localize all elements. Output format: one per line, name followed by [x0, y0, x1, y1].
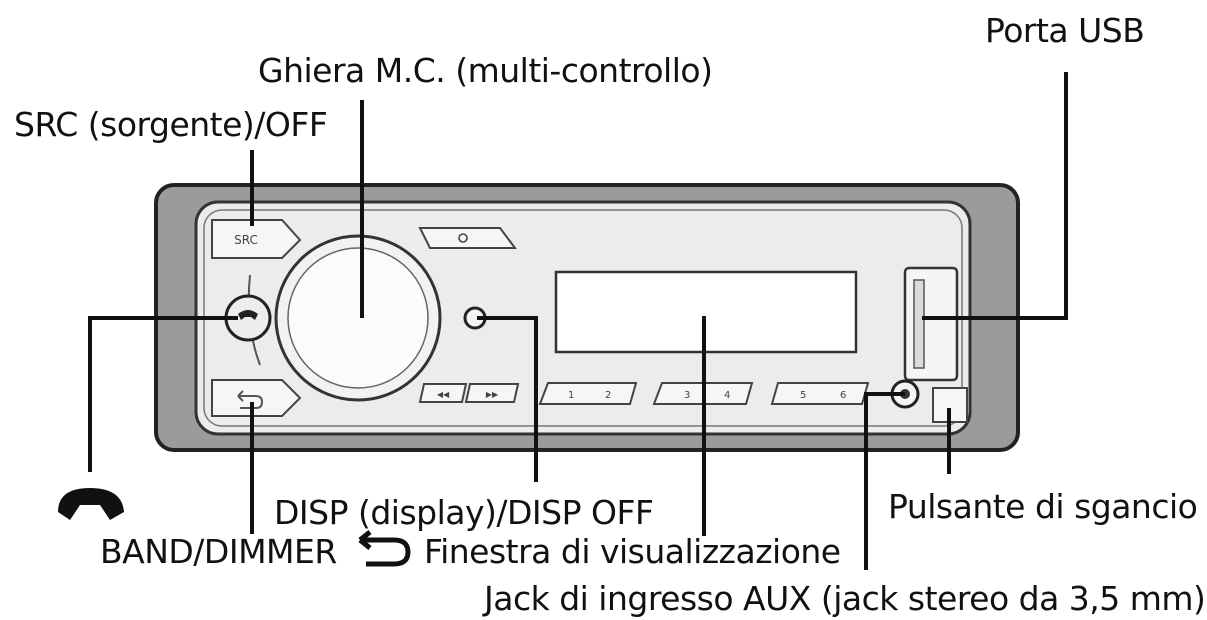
- label-display-window: Finestra di visualizzazione: [424, 532, 841, 571]
- back-arrow-icon: [237, 390, 264, 409]
- src-button-label: SRC: [234, 233, 258, 247]
- label-mc-dial: Ghiera M.C. (multi-controllo): [258, 51, 713, 90]
- label-release: Pulsante di sgancio: [888, 487, 1198, 526]
- next-track-label: ▶▶: [486, 390, 499, 399]
- preset-2-label: 2: [605, 390, 611, 401]
- phone-icon: [238, 310, 258, 320]
- search-button[interactable]: [418, 227, 517, 249]
- prev-track-button[interactable]: ◀◀: [418, 383, 468, 403]
- preset-4-label: 4: [724, 390, 730, 401]
- release-button[interactable]: [932, 387, 968, 423]
- src-button[interactable]: SRC: [211, 219, 302, 259]
- preset-1-label: 1: [568, 390, 574, 401]
- preset-6-label: 6: [840, 390, 846, 401]
- label-src-off: SRC (sorgente)/OFF: [14, 105, 328, 144]
- mc-dial[interactable]: [247, 234, 442, 402]
- leader-phone: [88, 316, 238, 472]
- label-band-dimmer: BAND/DIMMER: [100, 532, 337, 571]
- preset-5-label: 5: [800, 390, 806, 401]
- phone-icon: [58, 488, 124, 520]
- leader-aux: [864, 392, 905, 570]
- next-track-button[interactable]: ▶▶: [464, 383, 520, 403]
- label-disp: DISP (display)/DISP OFF: [274, 493, 654, 532]
- search-icon: [458, 233, 468, 243]
- leader-usb: [922, 72, 1068, 320]
- leader-disp: [477, 316, 538, 482]
- back-arrow-icon: [358, 530, 411, 567]
- leader-lines: [88, 72, 1068, 570]
- preset-1-2-button[interactable]: 1 2: [538, 382, 638, 405]
- prev-track-label: ◀◀: [437, 390, 450, 399]
- label-usb-port: Porta USB: [985, 11, 1145, 50]
- usb-slot-icon: [913, 279, 925, 369]
- band-button[interactable]: [211, 379, 302, 417]
- usb-port[interactable]: [903, 266, 959, 382]
- preset-5-6-button[interactable]: 5 6: [770, 382, 870, 405]
- preset-3-label: 3: [684, 390, 690, 401]
- label-aux-jack: Jack di ingresso AUX (jack stereo da 3,5…: [484, 579, 1206, 618]
